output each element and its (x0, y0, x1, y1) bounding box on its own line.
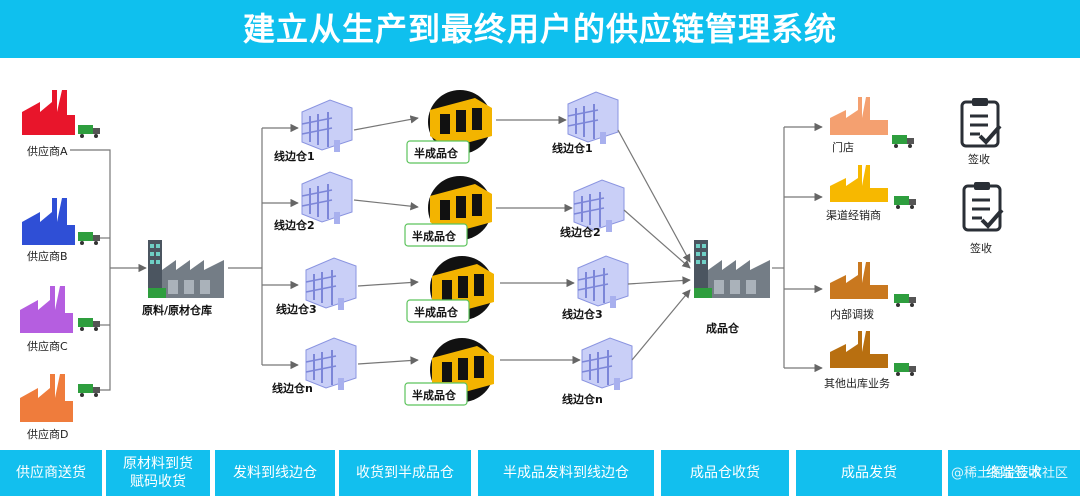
raw-material-warehouse: 原料/原材仓库 (142, 240, 224, 317)
line-warehouse-left-3: 线边仓3 (276, 257, 357, 316)
supplier-b: 供应商B (22, 198, 100, 263)
line-warehouse-left-1: 线边仓1 (274, 99, 353, 163)
outlet-store: 门店 (830, 97, 914, 154)
watermark: @稀土掘金技术社区 (950, 466, 1068, 481)
to-semi-connectors (353, 115, 419, 365)
supply-chain-diagram: 供应商A 供应商B 供应商C 供应商D 原料/原材仓库 (20, 90, 1004, 441)
supplier-c-factory-icon (20, 286, 73, 333)
line-warehouse-right-2-label: 线边仓2 (560, 225, 601, 239)
branch-connectors-left (228, 123, 299, 370)
line-warehouse-left-n-label: 线边仓n (272, 381, 313, 395)
supplier-b-label: 供应商B (27, 249, 68, 263)
outlet-other-factory-icon (830, 331, 888, 368)
line-warehouse-left-2: 线边仓2 (274, 171, 353, 232)
outlet-other: 其他出库业务 (824, 331, 916, 390)
semi-finished-3-label: 半成品仓 (414, 305, 459, 319)
to-finished-connectors (617, 129, 691, 361)
finished-goods-warehouse: 成品仓 (694, 240, 770, 335)
step-issue-to-line: 发料到线边仓 (215, 450, 335, 496)
outlet-transfer-label: 内部调拨 (830, 307, 874, 321)
line-warehouse-left-2-label: 线边仓2 (274, 218, 315, 232)
line-warehouse-right-n: 线边仓n (562, 337, 633, 406)
sign-off-1-label: 签收 (968, 152, 990, 166)
semi-finished-warehouse-3: 半成品仓 (406, 256, 494, 323)
semi-finished-2-label: 半成品仓 (412, 229, 457, 243)
outlet-other-label: 其他出库业务 (824, 376, 890, 390)
line-warehouse-right-3-label: 线边仓3 (562, 307, 603, 321)
supplier-a-label: 供应商A (27, 144, 68, 158)
step-terminal-sign: 终端签收 (948, 450, 1080, 496)
supplier-d-label: 供应商D (27, 427, 68, 441)
outlet-store-factory-icon (830, 97, 888, 135)
semi-finished-4-label: 半成品仓 (412, 388, 457, 402)
outlet-channel-dealer: 渠道经销商 (826, 165, 916, 222)
line-warehouse-right-n-label: 线边仓n (562, 392, 603, 406)
line-warehouse-left-3-label: 线边仓3 (276, 302, 317, 316)
to-right-line-connectors (496, 115, 581, 365)
outlet-dealer-factory-icon (830, 165, 888, 202)
outlet-transfer-factory-icon (830, 262, 888, 299)
page-title: 建立从生产到最终用户的供应链管理系统 (0, 0, 1080, 58)
clipboard-check-icon (962, 180, 1004, 232)
step-receive-semi: 收货到半成品仓 (339, 450, 471, 496)
line-warehouse-left-1-label: 线边仓1 (274, 149, 315, 163)
supplier-c: 供应商C (20, 286, 100, 353)
line-warehouse-right-1: 线边仓1 (552, 91, 619, 155)
supplier-d: 供应商D (20, 374, 100, 441)
sign-off-2: 签收 (962, 180, 1004, 255)
line-warehouse-left-n: 线边仓n (272, 337, 357, 395)
supplier-b-factory-icon (22, 198, 75, 245)
semi-finished-1-label: 半成品仓 (414, 146, 459, 160)
semi-finished-warehouse-4: 半成品仓 (404, 338, 494, 406)
semi-finished-warehouse-1: 半成品仓 (406, 90, 492, 164)
line-warehouse-right-2: 线边仓2 (560, 179, 625, 239)
outlet-connectors (772, 122, 823, 373)
step-supplier-delivery: 供应商送货 (0, 450, 102, 496)
outlet-store-label: 门店 (832, 140, 854, 154)
semi-finished-warehouse-2: 半成品仓 (404, 176, 492, 247)
clipboard-check-icon (960, 96, 1002, 148)
line-warehouse-right-3: 线边仓3 (562, 255, 629, 321)
step-semi-issue: 半成品发料到线边仓 (478, 450, 654, 496)
outlet-dealer-label: 渠道经销商 (826, 208, 881, 222)
supplier-d-factory-icon (20, 374, 73, 422)
supplier-a: 供应商A (22, 90, 100, 158)
step-finished-shipping: 成品发货 (796, 450, 942, 496)
step-finished-receipt: 成品仓收货 (661, 450, 789, 496)
supplier-connectors (70, 149, 147, 391)
finished-warehouse-label: 成品仓 (706, 321, 740, 335)
supplier-a-factory-icon (22, 90, 75, 135)
line-warehouse-right-1-label: 线边仓1 (552, 141, 593, 155)
sign-off-1: 签收 (960, 96, 1002, 166)
supplier-c-label: 供应商C (27, 339, 68, 353)
outlet-internal-transfer: 内部调拨 (830, 262, 916, 321)
raw-warehouse-label: 原料/原材仓库 (142, 303, 212, 317)
step-raw-receipt: 原材料到货 赋码收货 (106, 450, 210, 496)
sign-off-2-label: 签收 (970, 241, 992, 255)
